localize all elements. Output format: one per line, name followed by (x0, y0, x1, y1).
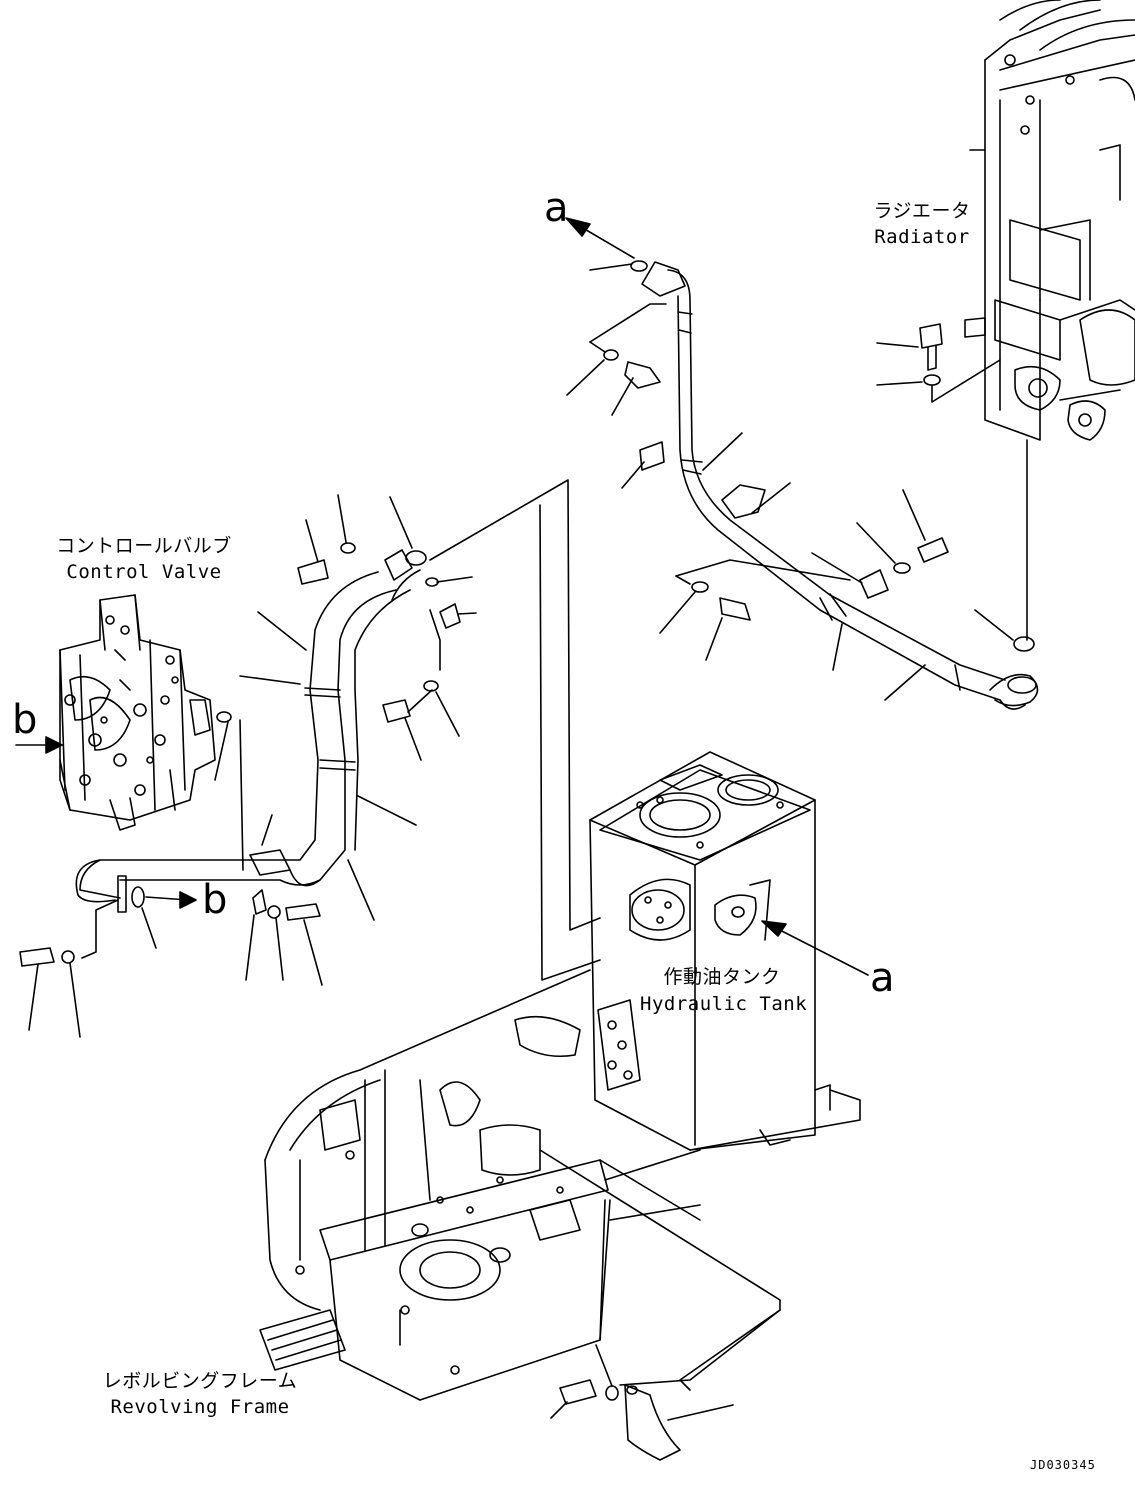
hydraulic-pipe-upper (641, 261, 1039, 710)
clamp (721, 484, 766, 519)
connection-mark-a-top: a (544, 185, 569, 231)
clamp-lower (859, 569, 889, 599)
control-valve-label-en: Control Valve (66, 561, 222, 583)
hydraulic-pipe-left (75, 549, 421, 913)
o-ring-valve (216, 711, 232, 723)
hydraulic-tank-assembly (589, 751, 861, 1151)
revolving-frame-label-jp: レボルビングフレーム (102, 1370, 298, 1392)
o-ring-left-top (405, 550, 427, 566)
connection-mark-b-valve: b (12, 697, 38, 743)
washer-bottom (605, 1385, 619, 1401)
bolt-bottom (559, 1379, 597, 1405)
bolt-radiator (919, 323, 943, 371)
clamp-plate (639, 441, 665, 471)
o-ring-top (630, 260, 648, 272)
hydraulic-tank-label-en: Hydraulic Tank (640, 993, 808, 1015)
bottom-cover-bracket (624, 1384, 681, 1461)
washer-radiator (923, 374, 941, 386)
step-plate (259, 1309, 346, 1371)
control-valve-assembly (59, 594, 216, 831)
o-ring-radiator (1013, 636, 1035, 652)
radiator-assembly (964, 0, 1135, 441)
connection-mark-a-tank: a (870, 955, 895, 1001)
drawing-code: JD030345 (1030, 1458, 1096, 1472)
revolving-frame-label-en: Revolving Frame (110, 1396, 290, 1418)
radiator-label-en: Radiator (874, 226, 970, 248)
hydraulic-tank-label-jp: 作動油タンク (663, 966, 781, 988)
control-valve-label-jp: コントロールバルブ (56, 535, 232, 557)
revolving-frame-assembly (259, 969, 781, 1401)
connection-mark-b-pipe: b (202, 877, 228, 923)
radiator-label-jp: ラジエータ (873, 200, 971, 222)
